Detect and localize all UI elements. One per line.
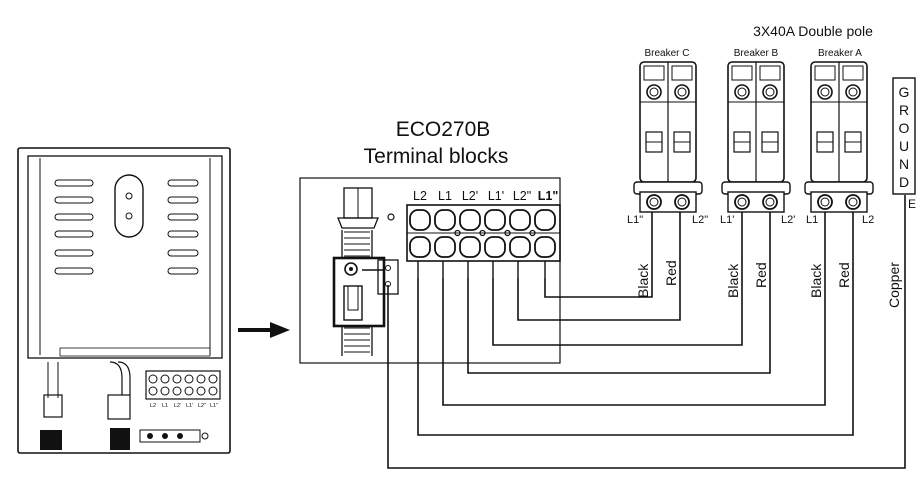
ground-letter-g: G <box>899 84 910 100</box>
mini-term-l2pp: L2" <box>198 403 206 409</box>
ground-letter-o: O <box>899 120 910 136</box>
term-label-l1-dprime: L1" <box>538 189 559 203</box>
label-black-c: Black <box>635 263 651 298</box>
mini-term-l2: L2 <box>150 403 156 409</box>
wire-ground <box>387 195 906 469</box>
term-label-l2-dprime: L2" <box>513 189 531 203</box>
term-label-l1: L1 <box>438 189 452 203</box>
label-black-b: Black <box>725 263 741 298</box>
left-vent-slots <box>54 179 94 275</box>
mini-term-l1: L1 <box>162 403 168 409</box>
center-handle <box>114 174 144 238</box>
wire-l2p-breaker-b <box>467 210 771 374</box>
wire-l2pp-breaker-c <box>517 210 681 321</box>
wire-l2-breaker-a <box>417 210 854 436</box>
term-label-l2-prime: L2' <box>462 189 478 203</box>
ground-letter-r: R <box>899 102 909 118</box>
breaker-c: Breaker C L1" L2" <box>627 48 708 226</box>
breaker-a: Breaker A L1 L2 <box>804 48 874 226</box>
terminal-blocks-title: Terminal blocks <box>364 145 509 168</box>
breaker-a-right-terminal: L2 <box>862 214 874 226</box>
term-label-l2: L2 <box>413 189 427 203</box>
breaker-b-left-terminal: L1' <box>720 214 734 226</box>
breaker-c-left-terminal: L1" <box>627 214 643 226</box>
ground-terminal-e: E <box>908 197 916 211</box>
label-copper: Copper <box>886 262 902 308</box>
right-label-slots <box>167 179 199 275</box>
zoom-arrow-icon <box>238 322 290 338</box>
ground-letter-d: D <box>899 174 909 190</box>
water-heater-unit: L2 L1 L2' L1' L2" L1" <box>17 147 231 454</box>
breaker-c-right-terminal: L2" <box>692 214 708 226</box>
breaker-c-label: Breaker C <box>644 48 689 59</box>
wiring-lines <box>387 195 906 469</box>
label-black-a: Black <box>808 263 824 298</box>
wire-l1-breaker-a <box>442 210 826 406</box>
breaker-b-label: Breaker B <box>734 48 779 59</box>
mini-term-l1p: L1' <box>186 403 193 409</box>
wire-l1pp-breaker-c <box>544 210 653 298</box>
mini-term-l1pp: L1" <box>210 403 218 409</box>
term-label-l1-prime: L1' <box>488 189 504 203</box>
label-red-a: Red <box>836 262 852 288</box>
breaker-spec-label: 3X40A Double pole <box>753 23 873 39</box>
breaker-b: Breaker B L1' L2' <box>720 48 795 226</box>
breaker-a-left-terminal: L1 <box>806 214 818 226</box>
mini-term-l2p: L2' <box>174 403 181 409</box>
wire-l1p-breaker-b <box>492 210 743 346</box>
terminal-block: L2 L1 L2' L1' L2" L1" <box>406 189 561 278</box>
wire-color-labels: Black Red Black Red Black Red Copper <box>635 260 902 308</box>
label-red-b: Red <box>753 262 769 288</box>
terminal-box <box>299 177 561 364</box>
terminal-screws <box>409 209 556 258</box>
product-title: ECO270B <box>396 118 491 141</box>
ground-letter-u: U <box>899 138 909 154</box>
breaker-a-label: Breaker A <box>818 48 862 59</box>
breaker-b-right-terminal: L2' <box>781 214 795 226</box>
mini-terminal-block: L2 L1 L2' L1' L2" L1" <box>145 370 221 409</box>
ground-bar: G R O U N D E <box>892 77 916 211</box>
terminal-separators <box>454 229 536 237</box>
label-red-c: Red <box>663 260 679 286</box>
ground-letter-n: N <box>899 156 909 172</box>
